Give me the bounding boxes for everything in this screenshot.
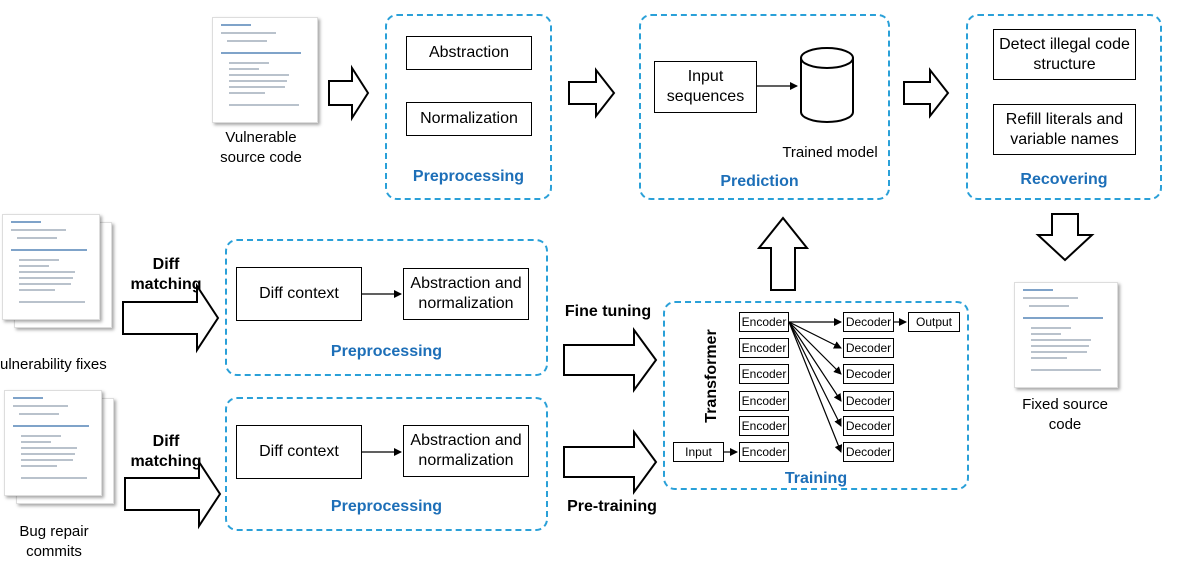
preprocessing-top-title: Preprocessing xyxy=(412,168,525,185)
refill-literals-step: Refill literals and variable names xyxy=(993,104,1136,155)
training-input-box: Input xyxy=(673,442,724,462)
preprocessing-top-stage xyxy=(385,14,552,200)
block-arrow-icon xyxy=(328,64,370,122)
recovering-stage xyxy=(966,14,1162,200)
block-arrow-icon xyxy=(563,326,658,394)
code-document-icon xyxy=(1014,282,1118,388)
vulnerable-source-code-label: Vulnerable source code xyxy=(220,129,302,166)
code-document-icon xyxy=(4,390,102,496)
decoder-box: Decoder xyxy=(843,312,894,332)
training-stage xyxy=(663,301,969,490)
pre-training-label: Pre-training xyxy=(567,498,657,515)
code-document-icon xyxy=(212,17,318,123)
encoder-box: Encoder xyxy=(739,364,789,384)
block-arrow-icon xyxy=(563,428,658,496)
diff-matching-label: Diff matching xyxy=(130,256,202,293)
abstraction-normalization-box: Abstraction and normalization xyxy=(403,425,529,477)
decoder-box: Decoder xyxy=(843,338,894,358)
block-arrow-icon xyxy=(122,282,220,354)
output-box: Output xyxy=(908,312,960,332)
decoder-box: Decoder xyxy=(843,442,894,462)
decoder-box: Decoder xyxy=(843,364,894,384)
encoder-box: Encoder xyxy=(739,416,789,436)
detect-illegal-structure-step: Detect illegal code structure xyxy=(993,29,1136,80)
block-arrow-icon xyxy=(756,216,810,291)
bug-repair-commits-label: Bug repair commits xyxy=(19,523,89,560)
diff-context-box: Diff context xyxy=(236,425,362,479)
abstraction-normalization-box: Abstraction and normalization xyxy=(403,268,529,320)
vulnerability-fixes-label: ulnerability fixes xyxy=(0,356,107,373)
trained-model-label: Trained model xyxy=(782,144,878,161)
recovering-title: Recovering xyxy=(1020,171,1108,188)
block-arrow-icon xyxy=(124,458,222,530)
decoder-box: Decoder xyxy=(843,416,894,436)
input-sequences-box: Input sequences xyxy=(654,61,757,113)
preprocessing-bottom-stage xyxy=(225,397,548,531)
decoder-box: Decoder xyxy=(843,391,894,411)
preprocessing-mid-title: Preprocessing xyxy=(330,343,443,360)
diff-context-box: Diff context xyxy=(236,267,362,321)
encoder-box: Encoder xyxy=(739,338,789,358)
normalization-step: Normalization xyxy=(406,102,532,136)
diff-matching-label: Diff matching xyxy=(130,433,202,470)
block-arrow-icon xyxy=(568,67,616,119)
encoder-box: Encoder xyxy=(739,312,789,332)
preprocessing-mid-stage xyxy=(225,239,548,376)
abstraction-step: Abstraction xyxy=(406,36,532,70)
prediction-title: Prediction xyxy=(720,173,799,190)
encoder-box: Encoder xyxy=(739,442,789,462)
database-cylinder-icon xyxy=(800,47,854,123)
fixed-source-code-label: Fixed source code xyxy=(1022,396,1108,433)
block-arrow-icon xyxy=(903,67,950,119)
code-document-icon xyxy=(2,214,100,320)
encoder-box: Encoder xyxy=(739,391,789,411)
block-arrow-icon xyxy=(1035,213,1095,262)
fine-tuning-label: Fine tuning xyxy=(564,303,652,320)
preprocessing-bottom-title: Preprocessing xyxy=(330,498,443,515)
training-title: Training xyxy=(784,470,848,487)
prediction-stage xyxy=(639,14,890,200)
